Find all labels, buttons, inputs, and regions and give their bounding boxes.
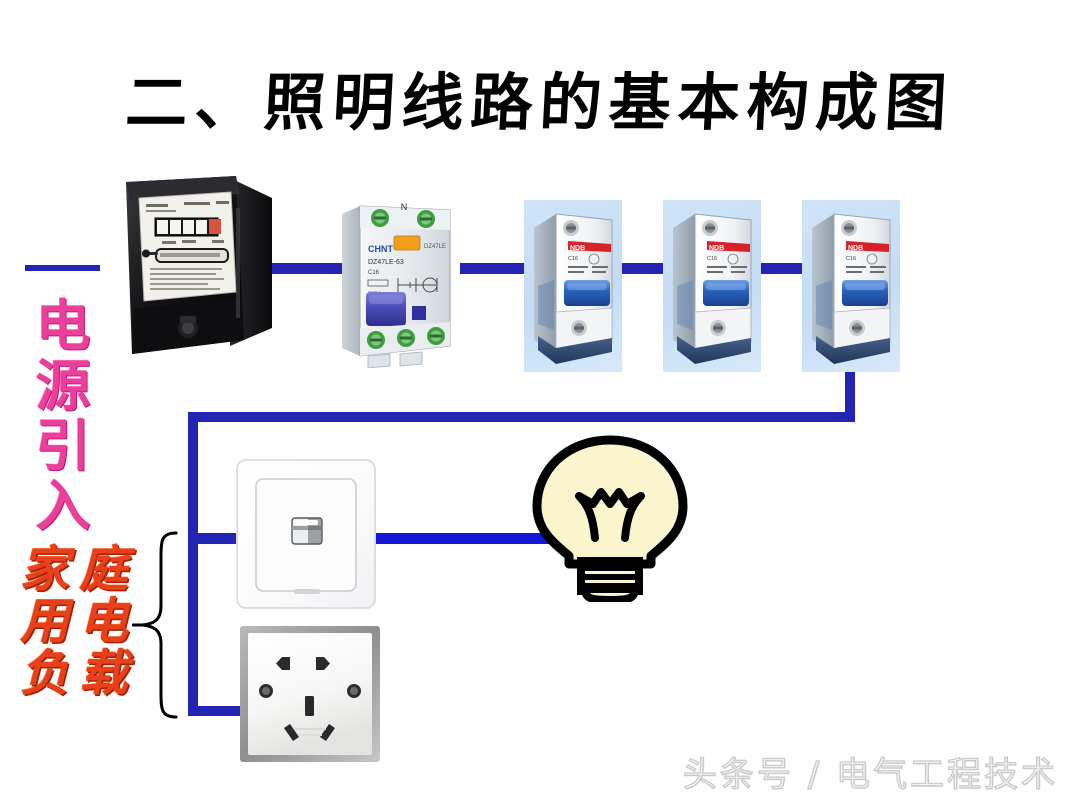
watermark: 头条号 / 电气工程技术 <box>682 754 1058 795</box>
mcb-icon-1: NDB C16 <box>524 200 622 372</box>
svg-text:CHNT: CHNT <box>368 244 393 254</box>
svg-text:N: N <box>401 202 408 212</box>
wire-mcb2-to-mcb3 <box>746 263 816 274</box>
brace-icon <box>131 530 178 720</box>
wire-mcb3-drop-vertical <box>845 358 855 420</box>
light-bulb-icon <box>527 434 693 604</box>
power-outlet-icon <box>238 624 382 764</box>
label-power-char-1: 电 <box>35 293 91 358</box>
svg-text:DZ47LE-63: DZ47LE-63 <box>368 259 404 266</box>
wire-mcb1-to-mcb2 <box>607 263 677 274</box>
wire-incoming-feeder <box>25 265 100 271</box>
svg-text:C16: C16 <box>707 256 717 262</box>
svg-text:C16: C16 <box>568 256 578 262</box>
label-load-char-5: 负 <box>19 643 69 702</box>
svg-text:DZ47LE: DZ47LE <box>424 244 446 250</box>
label-power-char-3: 引 <box>35 413 91 479</box>
svg-text:NDB: NDB <box>570 245 585 252</box>
wire-switch-to-lamp <box>374 533 561 544</box>
wall-switch-icon <box>232 455 380 613</box>
label-load-char-3: 用 <box>19 591 69 650</box>
energy-meter-icon <box>112 168 282 363</box>
wire-load-bus-vertical <box>188 412 198 716</box>
svg-text:NDB: NDB <box>709 245 724 252</box>
label-power-char-2: 源 <box>35 353 91 419</box>
label-household-load: 家 庭 用 电 负 载 <box>18 540 130 702</box>
mcb-icon-3: NDB C16 <box>802 200 900 372</box>
mcb-icon-2: NDB C16 <box>663 200 761 372</box>
wire-rcd-to-mcb1 <box>460 263 538 274</box>
label-power-supply: 电 源 引 入 <box>30 293 96 539</box>
svg-text:NDB: NDB <box>848 245 863 252</box>
wire-load-bus-horizontal <box>188 412 855 422</box>
svg-text:C16: C16 <box>368 270 380 276</box>
page-title: 二、照明线路的基本构成图 <box>123 66 956 139</box>
label-load-char-1: 家 <box>19 540 69 598</box>
wire-branch-to-switch <box>188 533 246 544</box>
svg-text:C16: C16 <box>846 256 856 262</box>
label-power-char-4: 入 <box>35 473 91 539</box>
wire-meter-to-rcd <box>268 263 353 274</box>
label-load-char-2: 庭 <box>78 540 128 598</box>
label-load-char-4: 电 <box>78 591 128 650</box>
rcd-breaker-icon: N CHNT DZ47LE-63 C16 230V~ 30mA DZ47LE <box>338 196 456 369</box>
label-load-char-6: 载 <box>78 643 128 702</box>
wire-branch-to-outlet <box>188 706 254 716</box>
